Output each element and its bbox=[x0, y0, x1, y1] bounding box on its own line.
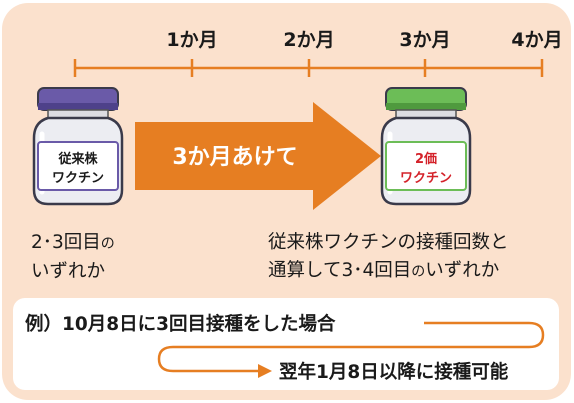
note-right-line2-c: いずれか bbox=[425, 260, 500, 281]
note-left-line1: 2･3回目 bbox=[31, 232, 101, 253]
arrow-label: 3か月あけて bbox=[172, 145, 297, 170]
example-box: 例）10月8日に3回目接種をした場合 翌年1月8日以降に接種可能 bbox=[13, 298, 559, 390]
month-label-1: 1か月 bbox=[166, 29, 217, 51]
vial-conventional-icon: 従来株 ワクチン bbox=[32, 87, 124, 206]
example-line2: 翌年1月8日以降に接種可能 bbox=[279, 362, 509, 383]
example-connector-arrow bbox=[157, 321, 545, 378]
note-right: 従来株ワクチンの接種回数と 通算して3･4回目のいずれか bbox=[268, 229, 509, 286]
note-right-line1: 従来株ワクチンの接種回数と bbox=[268, 232, 509, 253]
note-right-line2-b: の bbox=[411, 264, 426, 280]
month-label-2: 2か月 bbox=[283, 29, 334, 51]
vial-bivalent-icon: 2価 ワクチン bbox=[380, 87, 472, 206]
note-left-line1-suffix: の bbox=[100, 236, 115, 252]
vial-right-label-line2: ワクチン bbox=[400, 171, 452, 186]
vial-right-label-line1: 2価 bbox=[415, 151, 437, 167]
vial-left-label-line2: ワクチン bbox=[52, 171, 104, 186]
note-right-line2-a: 通算して3･4回目 bbox=[268, 260, 412, 281]
vial-left-label-line1: 従来株 bbox=[57, 151, 98, 167]
note-left: 2･3回目の いずれか bbox=[31, 229, 115, 286]
month-label-4: 4か月 bbox=[511, 29, 562, 51]
example-line1: 例）10月8日に3回目接種をした場合 bbox=[25, 314, 336, 335]
note-left-line2: いずれか bbox=[31, 261, 106, 282]
timeline: 1か月 2か月 3か月 4か月 bbox=[73, 29, 563, 77]
arrow-right-icon: 3か月あけて bbox=[135, 102, 381, 210]
month-label-3: 3か月 bbox=[399, 29, 450, 51]
